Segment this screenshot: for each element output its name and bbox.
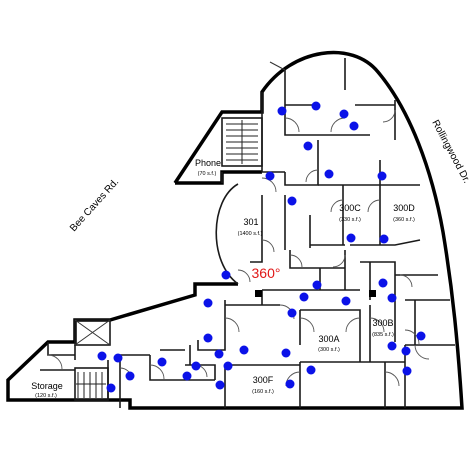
pano-hotspot[interactable]	[191, 361, 201, 371]
room-labels: Phone (70 s.f.) 301 (1400 s.f.) 300C (33…	[31, 158, 415, 399]
pano-hotspot[interactable]	[312, 280, 322, 290]
room-name-300f: 300F	[253, 375, 274, 385]
room-area-300d: (360 s.f.)	[393, 217, 415, 223]
pano-hotspot[interactable]	[387, 293, 397, 303]
room-area-300a: (300 s.f.)	[318, 347, 340, 353]
pano-hotspot[interactable]	[346, 233, 356, 243]
pano-hotspot[interactable]	[223, 361, 233, 371]
room-area-300b: (835 s.f.)	[372, 332, 394, 338]
pano-hotspot[interactable]	[113, 353, 123, 363]
pano-hotspot[interactable]	[349, 121, 359, 131]
pano-hotspot[interactable]	[265, 171, 275, 181]
pano-hotspot[interactable]	[401, 346, 411, 356]
room-area-phone: (70 s.f.)	[198, 171, 217, 177]
pano-hotspot[interactable]	[214, 349, 224, 359]
room-name-300b: 300B	[372, 318, 393, 328]
pano-hotspot[interactable]	[221, 270, 231, 280]
column-marker	[369, 290, 376, 297]
pano-hotspot[interactable]	[287, 308, 297, 318]
pano-hotspot[interactable]	[203, 333, 213, 343]
pano-hotspot[interactable]	[299, 292, 309, 302]
room-area-storage: (120 s.f.)	[35, 393, 57, 399]
pano-hotspot[interactable]	[402, 366, 412, 376]
pano-hotspot[interactable]	[97, 351, 107, 361]
street-label-rollingwood: Rollingwood Dr.	[429, 118, 472, 185]
room-name-300a: 300A	[318, 334, 339, 344]
pano-hotspot[interactable]	[182, 371, 192, 381]
pano-hotspot[interactable]	[378, 278, 388, 288]
pano-360-label: 360°	[252, 265, 281, 281]
pano-hotspot[interactable]	[324, 169, 334, 179]
pano-hotspot[interactable]	[377, 171, 387, 181]
pano-hotspot[interactable]	[287, 196, 297, 206]
street-label-bee-caves: Bee Caves Rd.	[68, 177, 121, 234]
pano-hotspot[interactable]	[303, 141, 313, 151]
pano-hotspot[interactable]	[306, 365, 316, 375]
room-name-phone: Phone	[195, 158, 221, 168]
room-area-300c: (330 s.f.)	[339, 217, 361, 223]
pano-hotspot[interactable]	[339, 109, 349, 119]
pano-hotspot[interactable]	[416, 331, 426, 341]
pano-hotspot[interactable]	[157, 357, 167, 367]
pano-hotspot[interactable]	[106, 383, 116, 393]
pano-hotspot[interactable]	[285, 379, 295, 389]
room-name-storage: Storage	[31, 381, 63, 391]
pano-hotspot[interactable]	[239, 345, 249, 355]
room-name-300c: 300C	[339, 203, 361, 213]
room-area-301: (1400 s.f.)	[238, 231, 263, 237]
column-marker	[255, 290, 262, 297]
pano-hotspot[interactable]	[277, 106, 287, 116]
pano-hotspot[interactable]	[341, 296, 351, 306]
room-name-301: 301	[243, 217, 258, 227]
pano-hotspot[interactable]	[379, 234, 389, 244]
interior-walls	[40, 58, 455, 408]
pano-hotspot[interactable]	[215, 380, 225, 390]
pano-hotspot[interactable]	[125, 371, 135, 381]
pano-hotspot[interactable]	[387, 341, 397, 351]
pano-hotspot[interactable]	[203, 298, 213, 308]
pano-hotspot[interactable]	[311, 101, 321, 111]
hotspot-layer[interactable]	[97, 101, 426, 393]
room-area-300f: (160 s.f.)	[252, 389, 274, 395]
pano-hotspot[interactable]	[281, 348, 291, 358]
room-name-300d: 300D	[393, 203, 415, 213]
